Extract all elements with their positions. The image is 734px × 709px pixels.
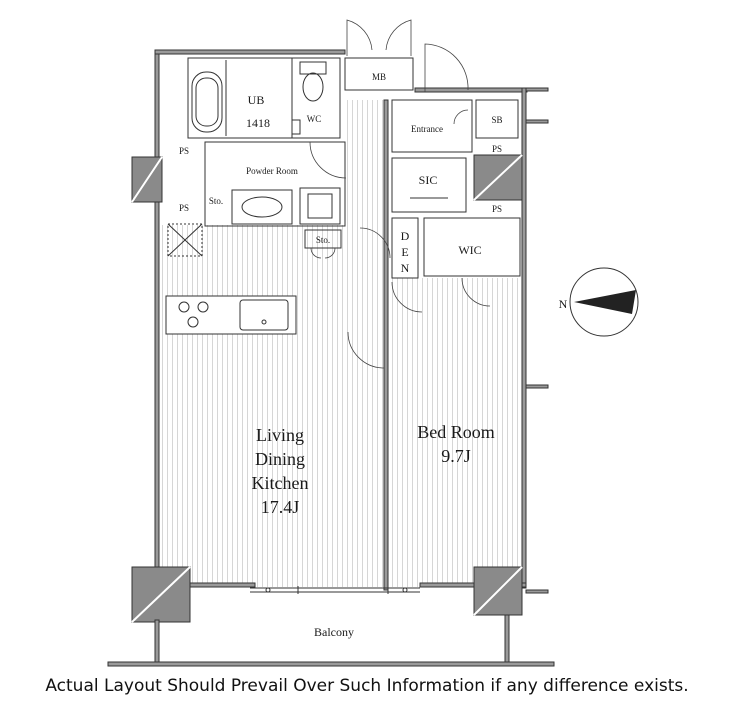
den: D E N <box>359 217 419 279</box>
ldk-label-kitchen: Kitchen <box>252 473 309 493</box>
columns <box>131 154 523 623</box>
unit-bath-size: 1418 <box>246 116 270 130</box>
kitchen-counter <box>165 295 297 335</box>
shoe-box: SB <box>475 99 519 139</box>
powder-room: Powder Room Sto. <box>204 141 347 227</box>
ldk-labels: Living Dining Kitchen 17.4J <box>252 425 309 517</box>
den-label-n: N <box>401 261 410 275</box>
den-label-e: E <box>401 245 408 259</box>
sic-label: SIC <box>419 173 438 187</box>
entrance-label: Entrance <box>411 124 443 134</box>
balcony: Balcony <box>107 614 555 667</box>
wic: WIC <box>391 217 521 313</box>
bedroom-size: 9.7J <box>441 446 471 466</box>
pipe-spaces: PS PS PS PS <box>179 144 502 214</box>
storage: Sto. <box>304 229 342 259</box>
unit-bath-label: UB <box>248 93 265 107</box>
ldk-label-dining: Dining <box>255 449 305 469</box>
den-label-d: D <box>401 229 410 243</box>
compass-needle-icon <box>574 290 636 314</box>
meter-box: MB <box>344 19 469 92</box>
wc: WC <box>291 57 341 139</box>
refrigerator-space <box>167 223 203 257</box>
ldk-label-size: 17.4J <box>261 497 300 517</box>
ps-label-2: PS <box>179 203 189 213</box>
bedroom-labels: Bed Room 9.7J <box>417 422 495 466</box>
ps-label-4: PS <box>492 204 502 214</box>
ps-label-3: PS <box>492 144 502 154</box>
compass-north-label: N <box>559 297 568 311</box>
ps-label-1: PS <box>179 146 189 156</box>
wic-label: WIC <box>458 243 481 257</box>
powder-room-label: Powder Room <box>246 166 298 176</box>
disclaimer-text: Actual Layout Should Prevail Over Such I… <box>45 676 689 696</box>
ldk-label-living: Living <box>256 425 304 445</box>
hall-floor <box>345 100 389 330</box>
bedroom-floor <box>392 278 522 587</box>
shoe-box-label: SB <box>491 115 502 125</box>
storage-label-2: Sto. <box>316 235 330 245</box>
entrance: Entrance <box>391 99 473 153</box>
bedroom-label: Bed Room <box>417 422 495 442</box>
balcony-label: Balcony <box>314 625 354 639</box>
floor-plan: UB 1418 WC MB Entrance SB PS PS PS PS Po <box>107 19 639 667</box>
outer-walls <box>154 49 549 594</box>
sic: SIC <box>391 157 467 213</box>
wc-label: WC <box>307 114 322 124</box>
unit-bath: UB 1418 <box>187 57 301 139</box>
compass: N <box>559 267 639 337</box>
ldk-door <box>347 331 385 369</box>
storage-label-1: Sto. <box>209 196 223 206</box>
balcony-window <box>250 586 420 594</box>
meter-box-label: MB <box>372 72 386 82</box>
